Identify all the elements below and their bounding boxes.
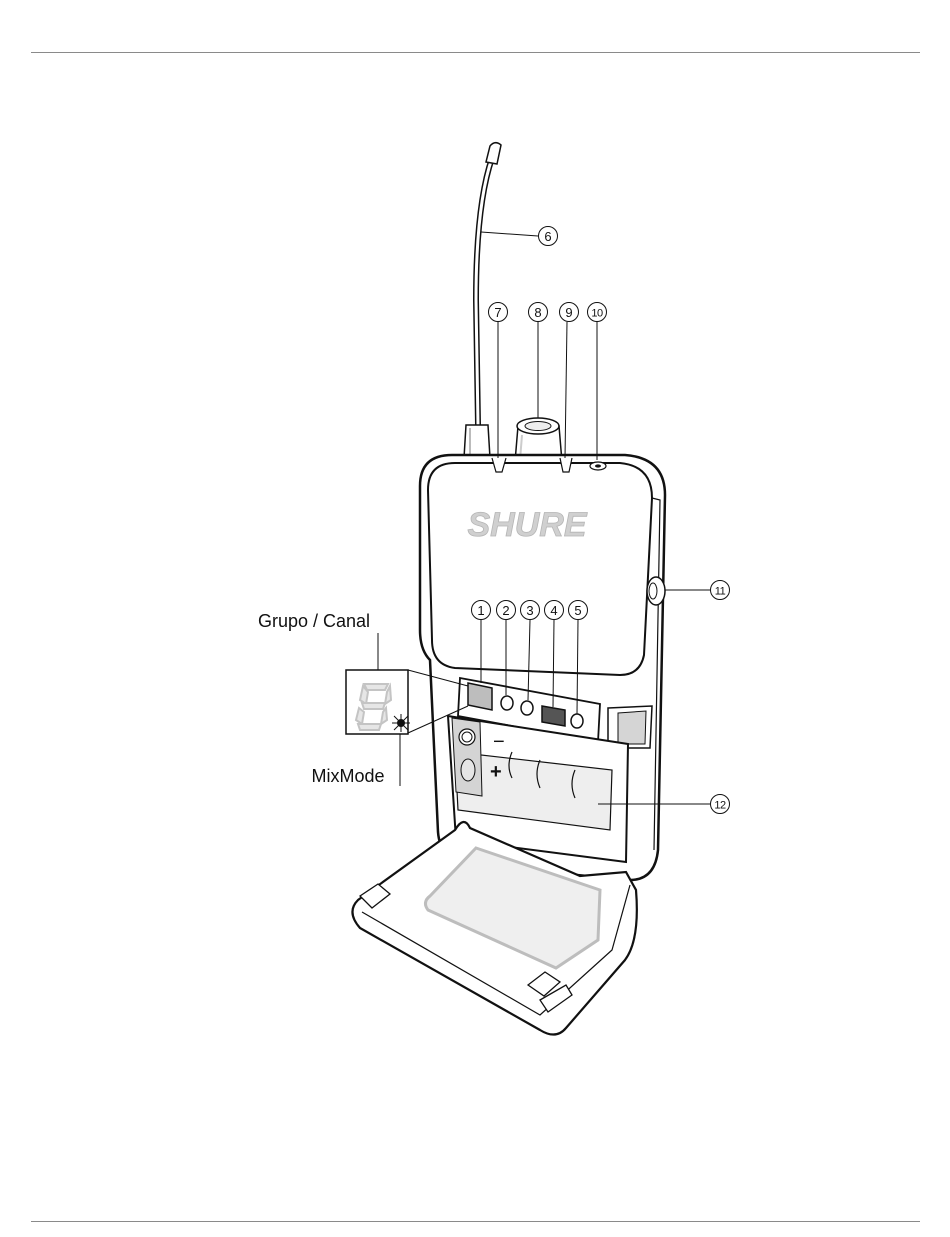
callout-11: 11 — [711, 581, 730, 600]
group-channel-button[interactable] — [468, 683, 492, 710]
svg-text:9: 9 — [565, 305, 572, 320]
svg-text:5: 5 — [574, 603, 581, 618]
battery-minus-label: − — [493, 731, 505, 753]
callout-4: 4 — [545, 601, 564, 620]
svg-text:10: 10 — [591, 308, 603, 320]
group-channel-label: Grupo / Canal — [258, 611, 370, 631]
svg-text:6: 6 — [544, 229, 551, 244]
callout-12: 12 — [711, 795, 730, 814]
button-4[interactable] — [542, 706, 565, 726]
callout-6: 6 — [539, 227, 558, 246]
callout-8: 8 — [529, 303, 548, 322]
callout-2: 2 — [497, 601, 516, 620]
svg-text:7: 7 — [494, 305, 501, 320]
side-connector — [647, 577, 665, 605]
svg-text:12: 12 — [714, 800, 726, 812]
svg-text:8: 8 — [534, 305, 541, 320]
callout-10: 10 — [588, 303, 607, 322]
svg-text:2: 2 — [502, 603, 509, 618]
svg-text:3: 3 — [526, 603, 533, 618]
svg-text:1: 1 — [477, 603, 484, 618]
mixmode-label: MixMode — [311, 766, 384, 786]
button-3[interactable] — [521, 701, 533, 715]
battery-plus-label: + — [490, 761, 502, 783]
callout-7: 7 — [489, 303, 508, 322]
callout-5: 5 — [569, 601, 588, 620]
brand-logo: SHURE — [467, 506, 587, 544]
button-5[interactable] — [571, 714, 583, 728]
mixmode-led-icon — [392, 714, 410, 732]
button-2[interactable] — [501, 696, 513, 710]
callout-1: 1 — [472, 601, 491, 620]
svg-text:11: 11 — [715, 586, 726, 598]
svg-text:4: 4 — [550, 603, 557, 618]
callout-3: 3 — [521, 601, 540, 620]
antenna — [464, 143, 501, 458]
callout-9: 9 — [560, 303, 579, 322]
